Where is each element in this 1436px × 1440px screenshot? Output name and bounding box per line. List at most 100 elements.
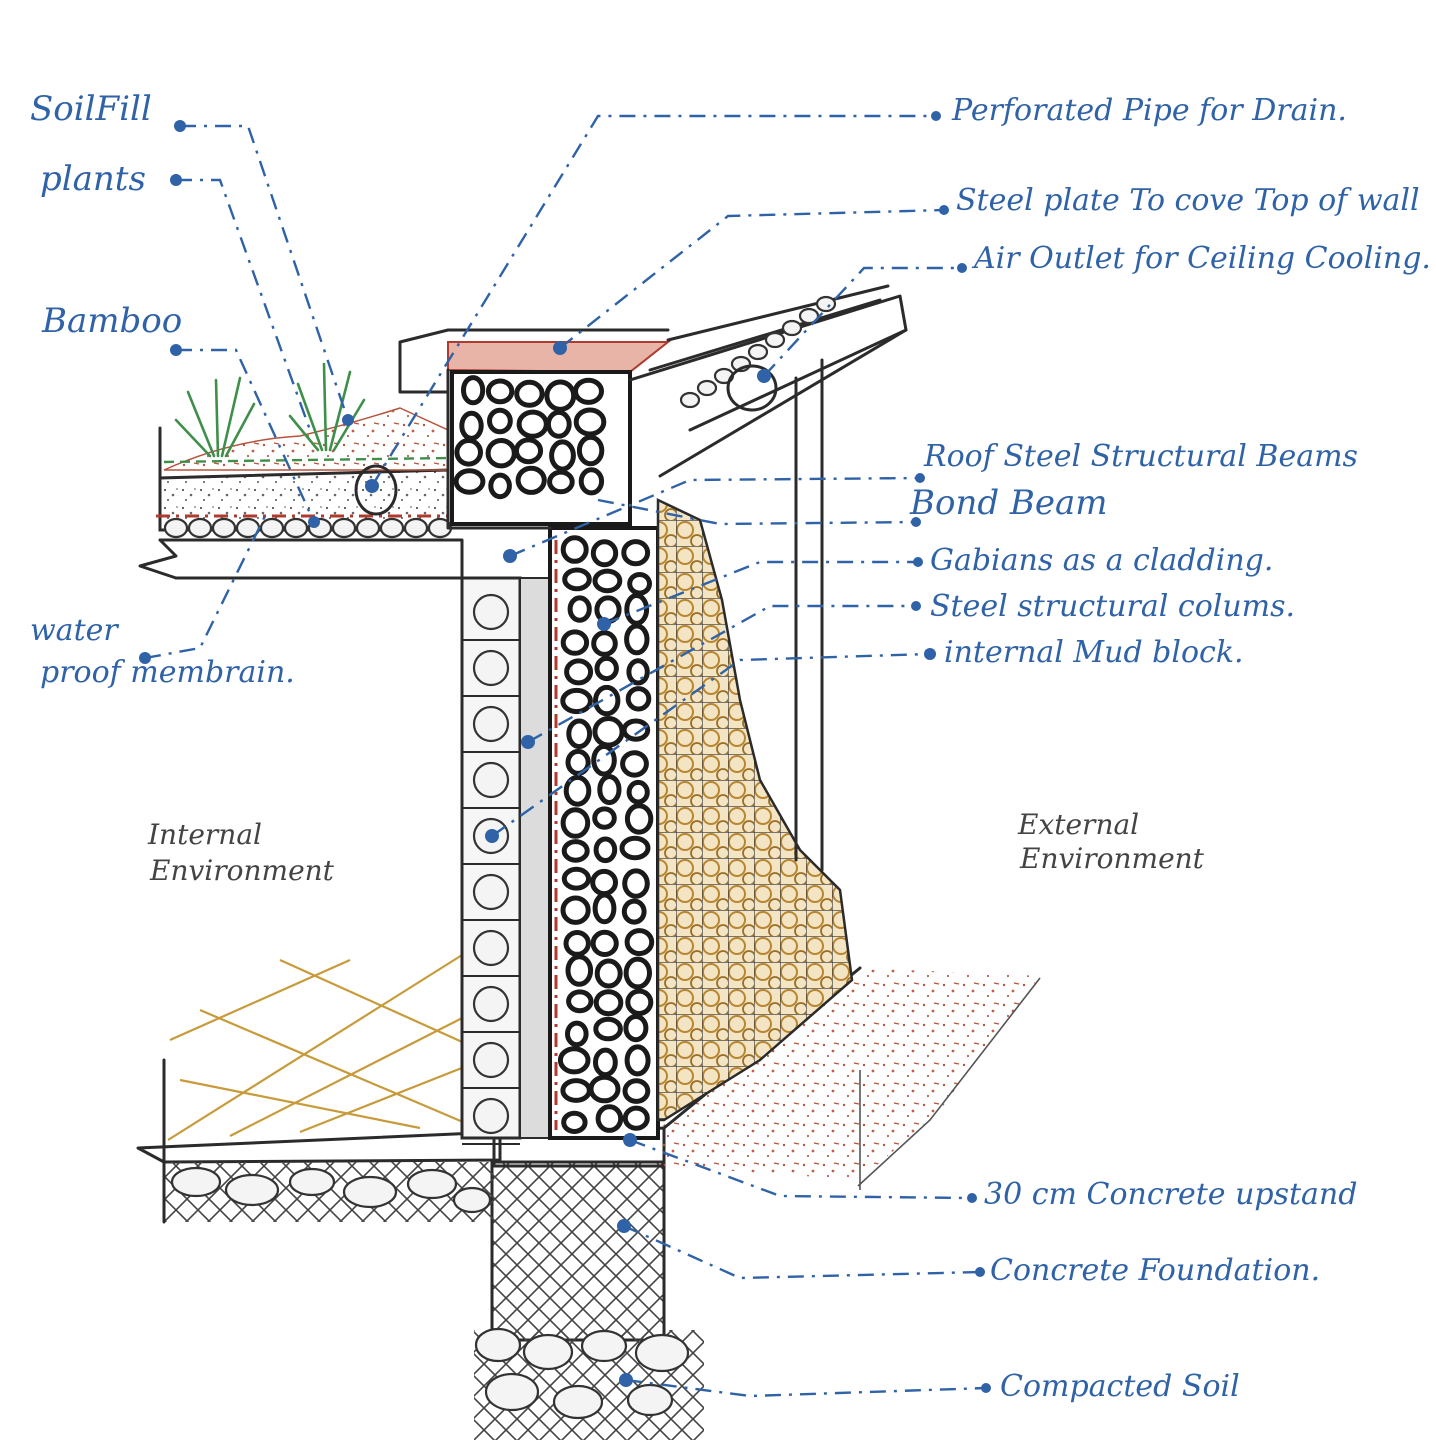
bamboo-pole: [331, 517, 357, 539]
bamboo-pole: [403, 517, 429, 539]
rock: [590, 539, 619, 568]
air-outlet-tube: [815, 295, 837, 313]
bamboo-pole: [211, 517, 237, 539]
mud-block-cell: [472, 985, 510, 1023]
mud-block-cell: [472, 761, 510, 799]
label-steel-columns: Steel structural colums.: [930, 589, 1295, 624]
rock: [593, 1016, 623, 1042]
rock: [593, 684, 621, 717]
rock: [625, 988, 654, 1016]
rock: [573, 377, 604, 405]
rock: [560, 687, 593, 715]
label-roof-beams: Roof Steel Structural Beams: [923, 439, 1358, 474]
rock: [578, 467, 605, 496]
label-waterproof-line1: water: [30, 613, 119, 648]
steel-column: [794, 358, 824, 872]
bamboo-pole: [259, 517, 285, 539]
rock: [514, 379, 545, 408]
rock: [623, 1014, 649, 1043]
rock: [560, 535, 589, 564]
mud-block-cell: [472, 929, 510, 967]
rock: [557, 1046, 591, 1075]
label-perforated-pipe: Perforated Pipe for Drain.: [951, 93, 1347, 128]
rock: [621, 898, 647, 925]
steel-plate: [398, 328, 671, 530]
rock: [515, 465, 547, 495]
rock: [562, 567, 592, 592]
drain-pipe: [354, 464, 398, 516]
rock: [547, 469, 575, 495]
rock: [624, 928, 655, 957]
rock: [627, 572, 652, 596]
gabion-cladding: [656, 498, 854, 1122]
rock: [624, 1044, 651, 1077]
bamboo-pole: [379, 517, 405, 539]
label-soil-fill: SoilFill: [30, 89, 152, 129]
label-air-outlet: Air Outlet for Ceiling Cooling.: [971, 241, 1431, 276]
rock: [561, 866, 592, 891]
bamboo-pole: [163, 517, 189, 539]
rock: [592, 806, 617, 830]
air-outlet-tube: [679, 391, 701, 409]
air-outlet-tube: [696, 379, 718, 397]
internal-floor-tiles: [167, 949, 483, 1141]
rock: [485, 378, 515, 405]
rock: [561, 1110, 588, 1135]
grass-icon: [174, 362, 366, 458]
label-bond-beam: Bond Beam: [909, 483, 1108, 523]
rock: [622, 868, 650, 899]
rock: [592, 892, 617, 925]
rock: [564, 658, 594, 686]
label-upstand: 30 cm Concrete upstand: [984, 1177, 1357, 1212]
rock: [594, 655, 619, 682]
rock: [594, 958, 623, 989]
rock: [487, 407, 513, 435]
rock: [593, 836, 618, 864]
rock: [592, 568, 623, 594]
rock: [549, 439, 576, 472]
label-foundation: Concrete Foundation.: [990, 1253, 1320, 1288]
rock: [513, 437, 544, 465]
leader-lines: [144, 114, 987, 1398]
label-waterproof-line2: proof membrain.: [40, 655, 295, 690]
mud-block-cell: [472, 1097, 510, 1135]
rock: [588, 1074, 621, 1104]
label-plants: plants: [40, 159, 146, 199]
rock: [563, 930, 591, 957]
rock: [625, 686, 652, 712]
rock: [573, 407, 607, 437]
rock: [623, 956, 652, 990]
rock: [461, 375, 486, 406]
label-mud-block: internal Mud block.: [944, 635, 1244, 670]
rock: [454, 438, 484, 467]
label-internal-env-line1: Internal: [147, 818, 262, 851]
upper-core-rocks: [450, 370, 632, 526]
ground-slab: [136, 1058, 502, 1224]
internal-mud-block: [460, 576, 551, 1145]
rock: [620, 750, 649, 778]
air-outlet-tube: [764, 331, 786, 349]
concrete-foundation: [490, 1160, 666, 1342]
label-steel-plate: Steel plate To cove Top of wall: [956, 183, 1420, 218]
rock: [593, 989, 624, 1017]
label-bamboo: Bamboo: [41, 301, 182, 341]
dot-icon: [139, 111, 991, 1393]
rock: [619, 835, 651, 861]
bamboo-pole: [283, 517, 309, 539]
rock: [626, 658, 650, 686]
rock: [591, 743, 617, 777]
bamboo-pole: [355, 517, 381, 539]
rock: [560, 629, 590, 656]
label-internal-env-line2: Environment: [149, 854, 335, 887]
rock: [544, 379, 577, 412]
rock: [566, 718, 593, 750]
rock: [624, 623, 650, 656]
rock: [621, 539, 651, 567]
air-outlet-tube: [747, 343, 769, 361]
label-compacted-soil: Compacted Soil: [1000, 1369, 1240, 1404]
rock: [593, 1047, 618, 1078]
mud-block-cell: [472, 649, 510, 687]
rock: [626, 779, 650, 805]
rock: [567, 595, 592, 623]
air-outlet-tube: [781, 319, 803, 337]
